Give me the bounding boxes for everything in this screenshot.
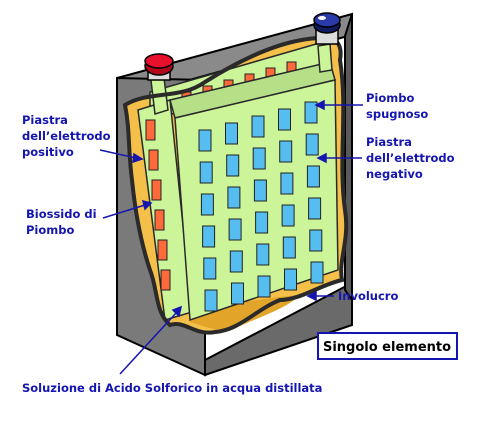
positive-terminal-cap (144, 53, 174, 69)
negative-cell (309, 229, 323, 252)
negative-cell (310, 261, 324, 284)
arrows (99, 99, 363, 375)
negative-cell (251, 115, 265, 138)
negative-cells (198, 101, 324, 312)
negative-cell (202, 225, 216, 248)
label-soluzione: Soluzione di Acido Solforico in acqua di… (22, 381, 322, 395)
singolo-elemento-box: Singolo elemento (317, 332, 458, 360)
positive-cell (154, 209, 165, 231)
negative-cell (225, 122, 238, 145)
negative-cell (281, 204, 295, 227)
label-involucro: Involucro (338, 289, 398, 303)
label-biossido: Biossido di Piombo (26, 207, 101, 237)
arrowhead (132, 152, 144, 164)
negative-cell (200, 193, 214, 216)
arrowhead (306, 290, 317, 302)
arrow-biossido (102, 204, 146, 219)
label-piombo-spugnoso: Piombo spugnoso (366, 91, 428, 121)
negative-cell (279, 140, 293, 163)
negative-cell (280, 172, 294, 195)
arrowhead (171, 305, 183, 318)
negative-lug (317, 43, 333, 73)
negative-cell (228, 218, 242, 241)
positive-cell (160, 269, 171, 291)
casing-right-edge (344, 13, 353, 304)
arrow-soluzione (119, 311, 178, 375)
negative-cell (306, 165, 320, 188)
arrowhead (314, 99, 325, 111)
negative-cell (231, 282, 244, 305)
negative-cell (278, 108, 291, 131)
negative-cell (256, 243, 270, 266)
negative-cell (253, 179, 267, 202)
label-piastra-negativo: Piastra dell’elettrodo negativo (366, 135, 459, 181)
negative-cell (282, 236, 296, 259)
cutaway-edge (122, 35, 349, 335)
negative-cell (284, 268, 297, 291)
positive-cell (148, 149, 159, 171)
negative-cell (252, 147, 266, 170)
negative-cell (308, 197, 322, 220)
casing-side (204, 281, 353, 377)
negative-cell (198, 129, 212, 152)
positive-cell (145, 119, 156, 141)
label-piastra-positivo: Piastra dell’elettrodo positivo (22, 113, 115, 159)
negative-cell (203, 257, 217, 280)
arrowhead (316, 152, 327, 164)
negative-terminal-cap (313, 12, 341, 28)
negative-terminal (313, 12, 341, 45)
negative-cell (305, 133, 319, 156)
negative-terminal-highlight (318, 16, 326, 20)
negative-cell (255, 211, 269, 234)
negative-cell (229, 250, 243, 273)
negative-cell (257, 275, 271, 298)
negative-cell (226, 154, 240, 177)
singolo-elemento-border (317, 332, 458, 360)
negative-cell (227, 186, 241, 209)
singolo-elemento-label: Singolo elemento (323, 340, 451, 355)
arrowhead (141, 199, 153, 211)
negative-cell (204, 289, 218, 312)
arrow-piastra-positivo (99, 149, 137, 159)
negative-cell (199, 161, 213, 184)
negative-cell (304, 101, 318, 124)
positive-cell (151, 179, 162, 201)
positive-cell (157, 239, 168, 261)
positive-terminal (144, 53, 174, 81)
negative-plate (169, 61, 339, 322)
